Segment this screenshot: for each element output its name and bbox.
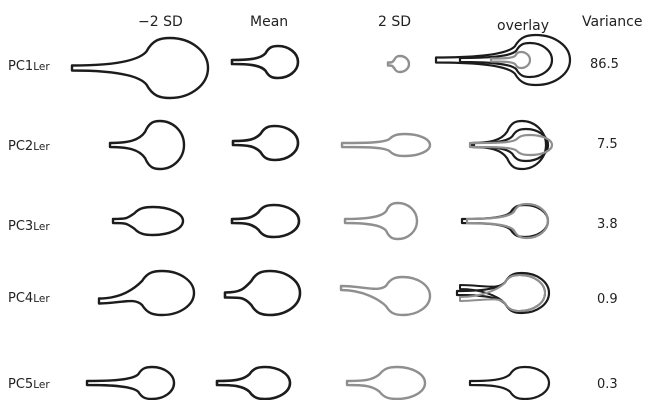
pc4-overlay-up-shape <box>460 275 545 311</box>
pc2-mean-shape <box>233 126 298 160</box>
pc5-plus-2sd-shape <box>347 367 425 399</box>
leaf-shape-group <box>72 35 570 399</box>
pc4-overlay-down-shape <box>460 275 545 311</box>
pc2-minus-2sd-shape <box>110 121 184 169</box>
pc5-mean-shape <box>217 367 290 399</box>
row-label-pc4: PC4Ler <box>8 291 50 306</box>
header-plus-2sd: 2 SD <box>378 14 411 30</box>
header-mean: Mean <box>250 14 288 30</box>
row-label-pc3: PC3Ler <box>8 219 50 234</box>
row-label-pc1: PC1Ler <box>8 59 50 74</box>
pc4-mean-shape <box>225 271 300 315</box>
pc4-minus-2sd-shape <box>99 271 194 315</box>
pc1-overlay-outer-shape <box>436 35 570 85</box>
pc1-minus-2sd-shape <box>72 38 208 98</box>
pc3-overlay-mean-shape <box>462 205 548 237</box>
header-minus-2sd: −2 SD <box>138 14 183 30</box>
pc3-mean-shape <box>232 205 299 237</box>
pc1-overlay-mean-shape <box>460 43 552 77</box>
pc3-overlay-round-shape <box>467 204 548 238</box>
pc5-minus-2sd-shape <box>87 367 174 399</box>
pc2-overlay-round-shape <box>472 121 546 169</box>
pc2-plus-2sd-shape <box>342 134 430 156</box>
variance-value-pc4: 0.9 <box>597 292 618 307</box>
pc1-plus-2sd-shape <box>388 56 409 72</box>
pc4-plus-2sd-shape <box>341 277 430 315</box>
pc1-mean-shape <box>232 46 298 78</box>
header-overlay: overlay <box>497 18 549 34</box>
row-label-pc2: PC2Ler <box>8 139 50 154</box>
header-variance: Variance <box>582 14 642 30</box>
pc3-plus-2sd-shape <box>345 203 417 239</box>
variance-value-pc1: 86.5 <box>590 57 619 72</box>
pc5-overlay-mean-shape <box>470 367 549 399</box>
row-label-pc5: PC5Ler <box>8 377 50 392</box>
variance-value-pc5: 0.3 <box>597 377 618 392</box>
pc3-minus-2sd-shape <box>113 207 183 235</box>
variance-value-pc3: 3.8 <box>597 217 618 232</box>
pc2-overlay-mean-shape <box>474 129 548 161</box>
variance-value-pc2: 7.5 <box>597 137 618 152</box>
